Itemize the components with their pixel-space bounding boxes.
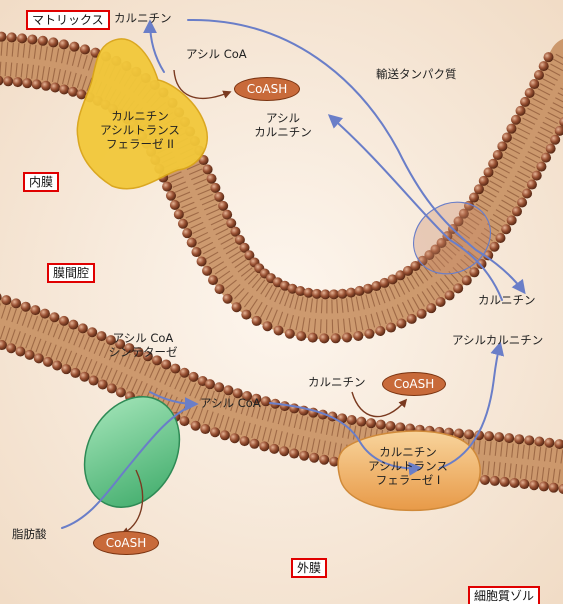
transport-protein-label: 輸送タンパク質 [376, 68, 457, 82]
coash-bottom-pill: CoASH [93, 531, 159, 555]
cytosol-label: 細胞質ゾル [468, 586, 540, 604]
cpt2-label-line2: アシルトランス [84, 124, 196, 138]
cpt2-label-line1: カルニチン [84, 110, 196, 124]
synthetase-label-line2: シンテターゼ [88, 346, 198, 360]
outer-membrane-label: 外膜 [291, 558, 327, 578]
cpt1-label-line1: カルニチン [352, 446, 464, 460]
carnitine-right-label: カルニチン [478, 294, 536, 308]
acyl-coa-top-label: アシル CoA [186, 48, 247, 62]
cpt1-label: カルニチン アシルトランス フェラーゼ I [352, 446, 464, 487]
acyl-coa-mid-label: アシル CoA [200, 397, 261, 411]
fatty-acid-label: 脂肪酸 [12, 528, 47, 542]
carnitine-top-label: カルニチン [114, 12, 172, 26]
cpt2-label-line3: フェラーゼ II [84, 138, 196, 152]
inner-membrane-label: 内膜 [23, 172, 59, 192]
acyl-carnitine-top-label: アシル カルニチン [246, 112, 320, 140]
coash-mid-pill: CoASH [382, 372, 446, 396]
synthetase-label: アシル CoA シンテターゼ [88, 332, 198, 360]
cpt1-label-line3: フェラーゼ I [352, 474, 464, 488]
matrix-label: マトリックス [26, 10, 110, 30]
carnitine-mid-label: カルニチン [308, 376, 366, 390]
acyl-carnitine-top-line1: アシル [246, 112, 320, 126]
intermembrane-space-label: 膜間腔 [47, 263, 95, 283]
synthetase-label-line1: アシル CoA [88, 332, 198, 346]
cpt2-label: カルニチン アシルトランス フェラーゼ II [84, 110, 196, 151]
cpt1-label-line2: アシルトランス [352, 460, 464, 474]
coash-top-pill: CoASH [234, 77, 300, 101]
acyl-carnitine-top-line2: カルニチン [246, 126, 320, 140]
acyl-carnitine-right-label: アシルカルニチン [452, 334, 543, 348]
